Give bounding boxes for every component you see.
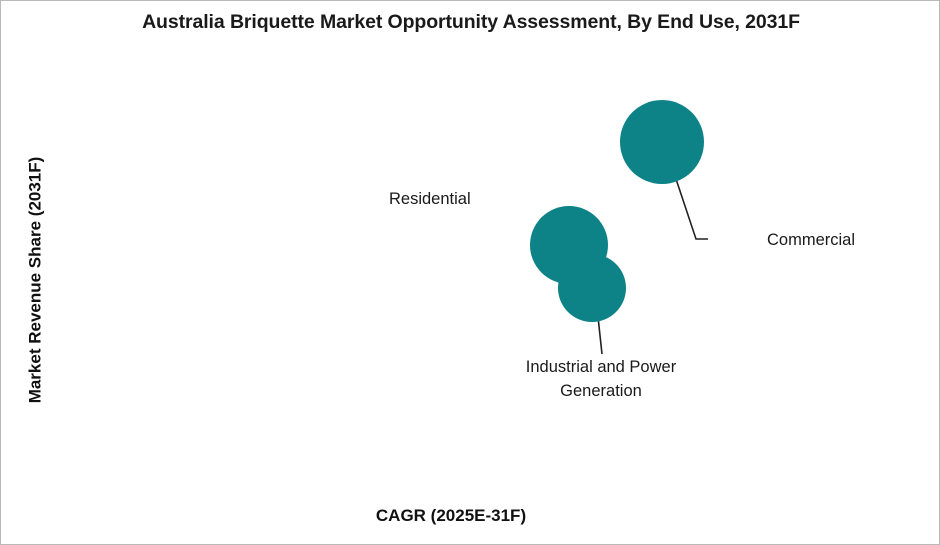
- point-label-residential: Residential: [389, 190, 471, 208]
- bubble-commercial[interactable]: [620, 100, 704, 184]
- point-label-industrial-and-power-generation: Industrial and Power Generation: [481, 356, 721, 404]
- bubble-industrial-and-power-generation[interactable]: [558, 254, 626, 322]
- point-label-commercial: Commercial: [767, 231, 856, 249]
- point-label-industrial-line-1: Industrial and Power: [525, 358, 677, 376]
- page-title: Australia Briquette Market Opportunity A…: [142, 11, 800, 33]
- point-label-industrial-line-2: Generation: [560, 381, 642, 400]
- x-axis-label: CAGR (2025E-31F): [375, 506, 527, 525]
